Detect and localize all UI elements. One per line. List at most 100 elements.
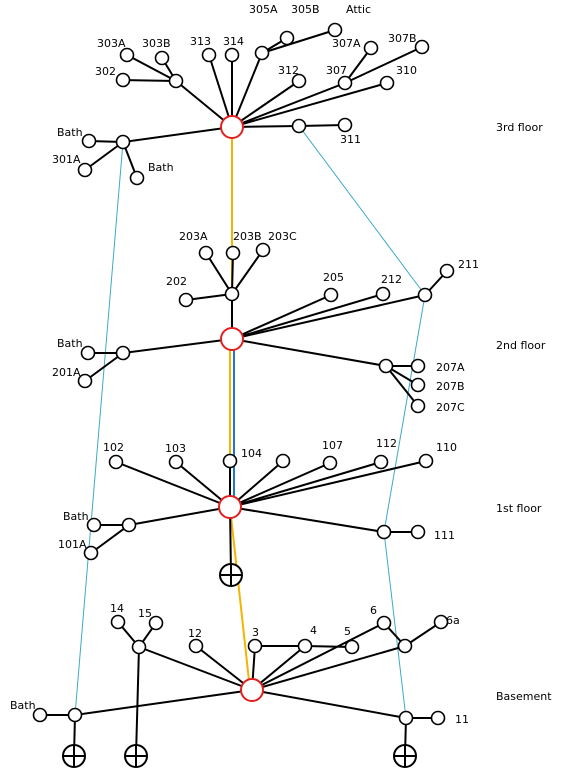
fixture-label-b-5: 5 bbox=[344, 625, 351, 638]
pipe-nbL-dbB bbox=[135, 646, 140, 757]
pipe-h2-n2R bbox=[231, 294, 426, 340]
pipe-n2J-n203A bbox=[205, 252, 233, 295]
fixture-node-n6 bbox=[376, 615, 392, 631]
fixture-label-f3-2: Attic bbox=[346, 3, 371, 16]
fixture-node-n2J bbox=[224, 286, 240, 302]
fixture-label-f2-5: 212 bbox=[381, 273, 402, 286]
floor-label-1st: 1st floor bbox=[496, 502, 542, 515]
fixture-node-n107 bbox=[322, 455, 338, 471]
fixture-label-b-4: 4 bbox=[310, 624, 317, 637]
fixture-node-n112 bbox=[373, 454, 389, 470]
fixture-node-n307B bbox=[414, 39, 430, 55]
fixture-label-f3-1: 305B bbox=[291, 3, 320, 16]
fixture-label-f3-9: 302 bbox=[95, 65, 116, 78]
pipe-n307-n307B bbox=[344, 46, 423, 84]
fixture-node-n305A bbox=[254, 45, 270, 61]
fixture-label-f3-3: 303A bbox=[97, 37, 126, 50]
hub-node-h1 bbox=[218, 495, 242, 519]
risers bbox=[74, 125, 426, 719]
fixture-node-n15 bbox=[148, 615, 164, 631]
pipe-h3-n307 bbox=[231, 82, 346, 128]
fixture-node-n2R bbox=[417, 287, 433, 303]
fixture-node-n1R bbox=[376, 524, 392, 540]
fixture-label-f2-3: 202 bbox=[166, 275, 187, 288]
fixture-label-f3-13: Bath bbox=[57, 126, 83, 139]
fixture-node-n303B bbox=[154, 50, 170, 66]
fixture-node-nBathB bbox=[32, 707, 48, 723]
fixture-label-f2-7: Bath bbox=[57, 337, 83, 350]
pipe-hb-n6 bbox=[251, 622, 385, 691]
fixture-node-n6a bbox=[433, 614, 449, 630]
fixture-label-f3-10: 312 bbox=[278, 64, 299, 77]
pipe-hb-nbL2 bbox=[74, 689, 253, 716]
pipe-hb-nb11R bbox=[251, 689, 407, 719]
riser-yellow-1-b bbox=[229, 506, 251, 691]
pipe-h2-n212 bbox=[231, 293, 384, 340]
fixture-label-b-0: 14 bbox=[110, 602, 124, 615]
fixture-label-b-6: 6 bbox=[370, 604, 377, 617]
fixture-node-n207j bbox=[378, 358, 394, 374]
fixture-node-n302 bbox=[115, 72, 131, 88]
fixture-node-n1L bbox=[121, 517, 137, 533]
fixture-node-n104 bbox=[222, 453, 238, 469]
pipe-hb-nbj bbox=[251, 645, 406, 691]
fixture-label-f2-0: 203A bbox=[179, 230, 208, 243]
fixture-node-n12 bbox=[188, 638, 204, 654]
fixture-node-n207B bbox=[410, 377, 426, 393]
fixture-node-n3 bbox=[247, 638, 263, 654]
fixture-node-nBath3 bbox=[81, 133, 97, 149]
fixture-nodes bbox=[32, 22, 455, 768]
fixture-node-nbL2 bbox=[67, 707, 83, 723]
fixture-node-n314 bbox=[224, 47, 240, 63]
pipe-edges bbox=[40, 29, 448, 757]
fixture-label-f3-0: 305A bbox=[249, 3, 278, 16]
fixture-label-f3-11: 307 bbox=[326, 64, 347, 77]
pipe-h3-n313 bbox=[208, 54, 233, 128]
pipe-h3-n305A bbox=[231, 52, 263, 128]
fixture-label-b-8: Bath bbox=[10, 699, 36, 712]
fixture-label-b-1: 15 bbox=[138, 607, 152, 620]
pipe-h1-n1L bbox=[128, 506, 231, 526]
hub-node-h2 bbox=[220, 327, 244, 351]
pipe-n207j-n207C bbox=[385, 365, 419, 407]
pipe-h3-n312 bbox=[231, 80, 300, 128]
fixture-node-n102 bbox=[108, 454, 124, 470]
fixture-node-n203B bbox=[225, 245, 241, 261]
fixture-node-nBath1 bbox=[86, 517, 102, 533]
floor-drain-icon bbox=[124, 744, 148, 768]
pipe-n2J-n203C bbox=[231, 249, 264, 295]
pipe-h3-n3L bbox=[122, 126, 233, 143]
pipe-h3-n310 bbox=[231, 82, 388, 128]
fixture-node-n3L bbox=[115, 134, 131, 150]
pipe-n303j-n303A bbox=[126, 54, 177, 82]
fixture-label-f3-14: 311 bbox=[340, 133, 361, 146]
fixture-label-f1-5: 110 bbox=[436, 441, 457, 454]
fixture-node-n207C bbox=[410, 398, 426, 414]
fixture-label-f2-8: 201A bbox=[52, 366, 81, 379]
fixture-label-b-2: 12 bbox=[188, 627, 202, 640]
fixture-node-n2L bbox=[115, 345, 131, 361]
fixture-node-nb11R bbox=[398, 710, 414, 726]
fixture-label-f2-2: 203C bbox=[268, 230, 297, 243]
fixture-label-f1-7: 101A bbox=[58, 538, 87, 551]
fixture-node-n202 bbox=[178, 292, 194, 308]
pipe-h1-n110 bbox=[229, 460, 427, 508]
pipe-h1-n107 bbox=[229, 462, 331, 508]
fixture-node-n301A bbox=[77, 162, 93, 178]
pipe-n2L-n201A bbox=[84, 352, 124, 382]
fixture-label-f1-8: 111 bbox=[434, 529, 455, 542]
fixture-label-f3-15: 301A bbox=[52, 153, 81, 166]
fixture-node-n312 bbox=[291, 73, 307, 89]
pipe-h2-n2L bbox=[122, 338, 233, 354]
fixture-node-n207A bbox=[410, 358, 426, 374]
pipe-n1L-n101A bbox=[90, 524, 130, 554]
floor-label-3rd: 3rd floor bbox=[496, 121, 543, 134]
pipe-h2-n205 bbox=[231, 294, 332, 340]
link-cyan-right-3-2 bbox=[298, 125, 426, 296]
fixture-label-f2-11: 207C bbox=[436, 401, 465, 414]
fixture-label-f2-9: 207A bbox=[436, 361, 465, 374]
floor-drain-icon bbox=[219, 563, 243, 587]
fixture-node-n111 bbox=[410, 524, 426, 540]
fixture-label-f3-12: 310 bbox=[396, 64, 417, 77]
